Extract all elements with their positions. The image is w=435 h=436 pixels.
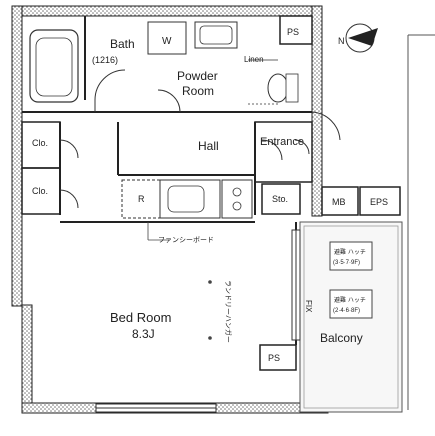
bedroom-size: 8.3J [132,327,155,341]
fancy-board-annotation: ファンシーボード [158,236,214,244]
closet-lower-label: Clo. [32,186,48,196]
compass-icon [345,23,378,53]
bathtub [29,29,79,103]
eps-label: EPS [370,197,388,207]
bath-size: (1216) [92,55,118,65]
linen-label: Linen [244,55,264,64]
kitchen [121,179,253,241]
laundry-hanger [208,280,212,340]
balcony-label: Balcony [320,331,363,345]
doors [59,69,341,209]
escape-hatch-b [329,289,373,319]
closet-upper-label: Clo. [32,138,48,148]
bedroom-label: Bed Room [110,310,171,325]
washer-label: W [162,36,172,47]
compass-label: N [338,36,345,46]
ps-top-label: PS [287,27,299,37]
windows [95,229,301,413]
fridge-label: R [138,194,145,204]
entrance-label: Entrance [260,136,304,148]
hatch-a-title: 避難 ハッチ [334,248,366,256]
powder-room-label-2: Room [182,84,214,98]
fix-annotation: FIX [304,300,313,313]
hatch-b-floors: (2·4·6·8F) [333,308,360,314]
mb-label: MB [332,197,346,207]
laundry-hanger-annotation: ランドリーハンガー [224,280,233,343]
balcony-area [299,34,435,413]
escape-hatch-a [329,241,373,271]
powder-room-label-1: Powder [177,69,218,83]
bath-label: Bath [110,37,135,51]
storage-label: Sto. [272,194,288,204]
hatch-a-floors: (3·5·7·9F) [333,260,360,266]
hatch-b-title: 避難 ハッチ [334,296,366,304]
powder-fixtures [147,21,299,105]
ps-bottom-label: PS [268,353,280,363]
hall-label: Hall [198,139,219,153]
